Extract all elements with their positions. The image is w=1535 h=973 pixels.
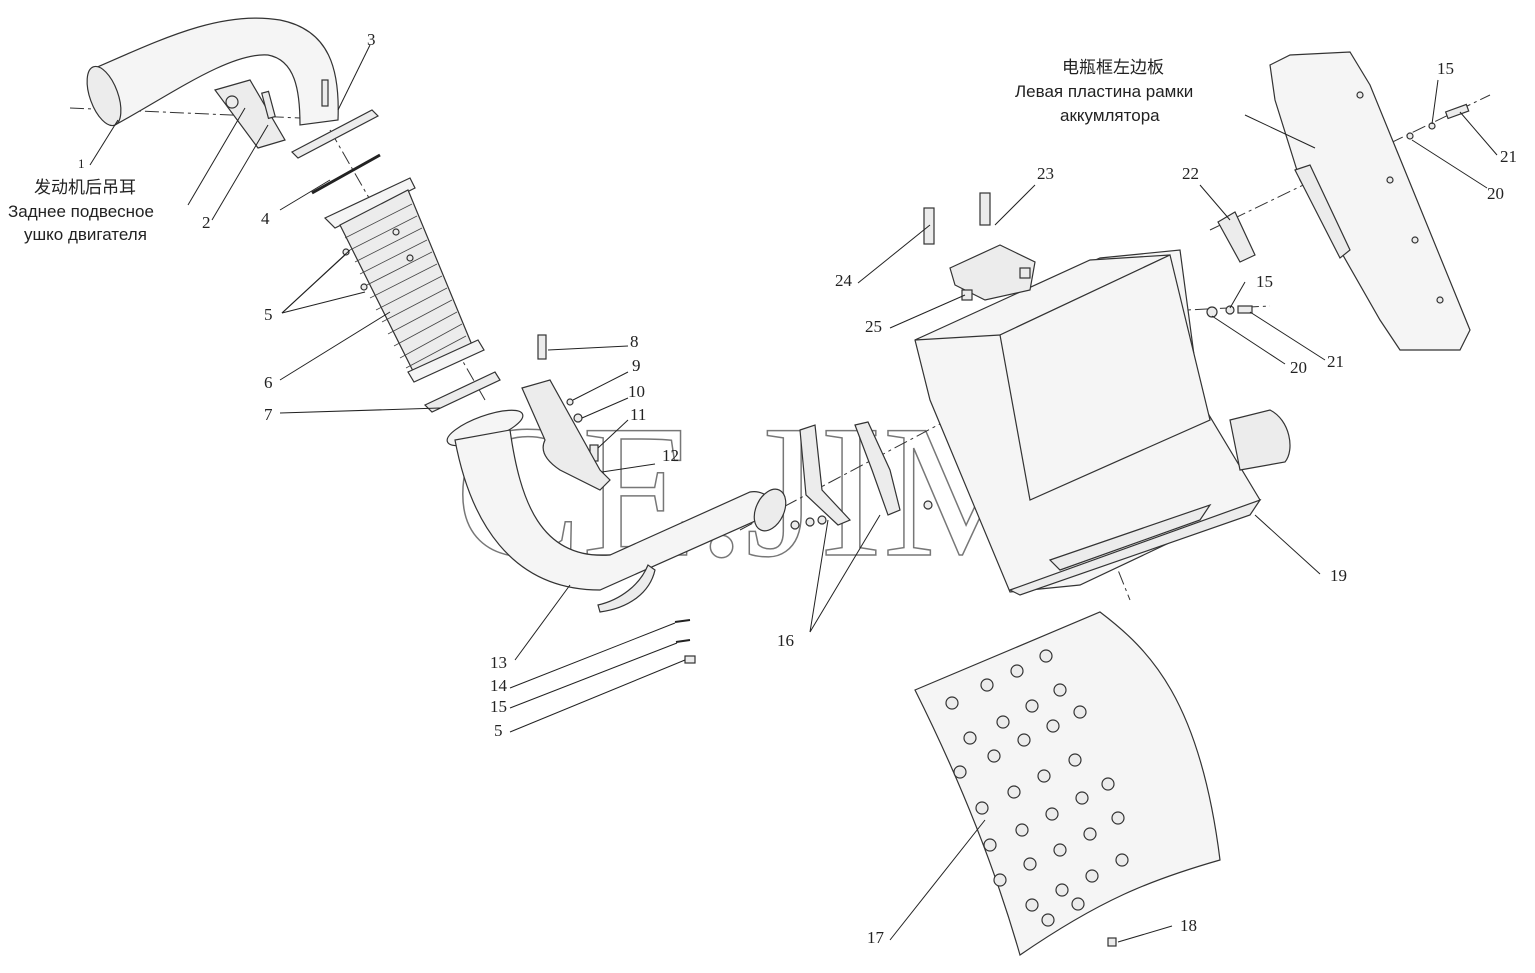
callout-14: 14 <box>490 676 508 695</box>
perforation-hole <box>1025 699 1039 713</box>
callout-11: 11 <box>630 405 646 424</box>
callout-18: 18 <box>1180 916 1197 935</box>
perforation-hole <box>1071 897 1085 911</box>
washer <box>566 398 574 406</box>
muffler <box>914 244 1291 596</box>
nut <box>573 413 583 423</box>
stud <box>675 639 691 643</box>
callout-22: 22 <box>1182 164 1199 183</box>
callout-10: 10 <box>628 382 645 401</box>
callout-5-lower: 5 <box>494 721 503 740</box>
upper-exhaust-pipe <box>86 17 380 159</box>
perforation-hole <box>1046 719 1060 733</box>
washer <box>1406 132 1414 140</box>
perforation-hole <box>945 696 959 710</box>
perforation-hole <box>1085 869 1099 883</box>
callout-19: 19 <box>1330 566 1347 585</box>
perforation-hole <box>1039 649 1053 663</box>
perforation-hole <box>987 749 1001 763</box>
engine-ear-caption-ru-1: Заднее подвесное <box>8 202 154 221</box>
perforation-hole <box>1017 733 1031 747</box>
engine-ear-caption-cn: 发动机后吊耳 <box>34 178 136 198</box>
clamp <box>423 371 501 413</box>
gasket <box>311 153 381 195</box>
perforation-hole <box>975 801 989 815</box>
perforation-hole <box>1083 827 1097 841</box>
perforation-hole <box>1041 913 1055 927</box>
lower-exhaust-pipe <box>446 409 787 613</box>
battery-plate-caption-cn: 电瓶框左边板 <box>1062 58 1164 78</box>
callout-5: 5 <box>264 305 273 324</box>
callout-15-mid: 15 <box>1256 272 1273 291</box>
nut <box>684 655 696 664</box>
captions: 发动机后吊耳 Заднее подвесное ушко двигателя 电… <box>8 58 1193 244</box>
callout-16: 16 <box>777 631 794 650</box>
bolt <box>979 192 991 226</box>
callout-21-top: 21 <box>1500 147 1517 166</box>
stud <box>674 619 691 623</box>
callout-15-top: 15 <box>1437 59 1454 78</box>
callout-23: 23 <box>1037 164 1054 183</box>
callout-24: 24 <box>835 271 853 290</box>
perforation-hole <box>1055 883 1069 897</box>
perforation-hole <box>1053 683 1067 697</box>
flexible-bellows <box>323 177 485 383</box>
perforation-hole <box>1023 857 1037 871</box>
heat-shield <box>914 611 1221 956</box>
perforation-hole <box>1111 811 1125 825</box>
callout-8: 8 <box>630 332 639 351</box>
washer <box>1206 306 1218 318</box>
perforation-hole <box>1010 664 1024 678</box>
perforation-hole <box>1025 898 1039 912</box>
perforation-hole <box>1045 807 1059 821</box>
perforation-hole <box>993 873 1007 887</box>
callout-7: 7 <box>264 405 273 424</box>
bolt <box>321 79 329 107</box>
callout-17: 17 <box>867 928 885 947</box>
perforation-hole <box>980 678 994 692</box>
perforation-hole <box>1007 785 1021 799</box>
bracket <box>1217 211 1256 263</box>
engine-ear-caption-ru-2: ушко двигателя <box>24 225 147 244</box>
perforation-hole <box>983 838 997 852</box>
callout-1: 1 <box>78 156 85 171</box>
perforation-hole <box>1075 791 1089 805</box>
perforation-hole <box>996 715 1010 729</box>
perforation-hole <box>1053 843 1067 857</box>
perforation-hole <box>1073 705 1087 719</box>
bolt <box>537 334 547 360</box>
perforation-hole <box>1015 823 1029 837</box>
bolt <box>1444 103 1470 120</box>
callout-20-top: 20 <box>1487 184 1504 203</box>
callout-2: 2 <box>202 213 211 232</box>
perforation-hole <box>1115 853 1129 867</box>
callout-12: 12 <box>662 446 679 465</box>
callouts: 1 2 3 4 5 6 7 8 9 10 11 12 13 14 15 5 16… <box>78 30 1517 947</box>
callout-13: 13 <box>490 653 507 672</box>
pipe-bracket <box>521 379 611 491</box>
callout-3: 3 <box>367 30 376 49</box>
callout-6: 6 <box>264 373 273 392</box>
callout-21: 21 <box>1327 352 1344 371</box>
callout-4: 4 <box>261 209 270 228</box>
callout-20: 20 <box>1290 358 1307 377</box>
callout-9: 9 <box>632 356 641 375</box>
screw <box>1107 937 1117 947</box>
callout-15: 15 <box>490 697 507 716</box>
perforation-hole <box>1068 753 1082 767</box>
bolt <box>1237 305 1253 314</box>
callout-25: 25 <box>865 317 882 336</box>
perforation-hole <box>1101 777 1115 791</box>
perforation-hole <box>953 765 967 779</box>
battery-plate-caption-ru-1: Левая пластина рамки <box>1015 82 1193 101</box>
perforation-hole <box>963 731 977 745</box>
leader-lines <box>89 44 1498 943</box>
muffler-clamps <box>790 421 933 530</box>
battery-plate-caption-ru-2: аккумлятора <box>1060 106 1160 125</box>
perforation-hole <box>1037 769 1051 783</box>
battery-frame-plate <box>1269 51 1471 351</box>
washer <box>1225 305 1235 315</box>
